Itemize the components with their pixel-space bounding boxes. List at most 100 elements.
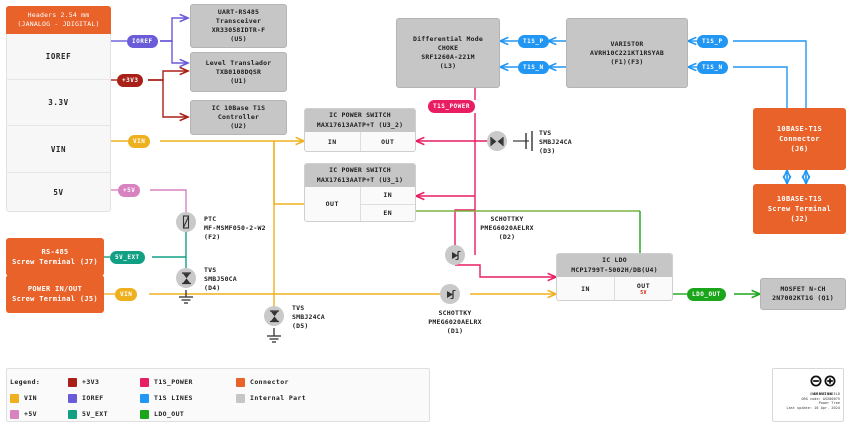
rs485-screw-line1: RS-485 (41, 248, 69, 256)
label-tvs-d4: TVS SMBJ50CA (D4) (204, 266, 294, 293)
legend-item-t1s-lines: T1S LINES (140, 393, 236, 403)
sw-u3-1-pin-in: IN (383, 191, 393, 200)
ptc-icon (176, 212, 196, 232)
legend-item-internal-part: Internal Part (236, 393, 346, 403)
legend-label-connector: Connector (250, 378, 289, 386)
tvs-d4-line2: SMBJ50CA (204, 275, 237, 283)
legend-title: Legend: (10, 378, 41, 386)
choke-line1: Differential Mode (413, 35, 483, 43)
label-ptc-f2: PTC MF-MSMF050-2-W2 (F2) (204, 215, 314, 242)
schottky-d2-line2: PMEG6020AELRX (480, 224, 534, 232)
net-label-t1s-n-left: T1S_N (518, 61, 549, 74)
rail-row-ioref: IOREF (6, 34, 111, 79)
legend-item-ldo-out: LDO_OUT (140, 409, 236, 419)
varistor-line2: AVRH10C221KT1RSYAB (589, 48, 665, 57)
part-mosfet-n-ch: MOSFET N-CH 2N7002KT1G (Q1) (760, 278, 846, 310)
part-uart-rs485-transceiver: UART-RS485 Transceiver XR33058IDTR-F (U5… (190, 4, 287, 48)
net-label-t1s-p-right: T1S_P (697, 35, 728, 48)
sw-u3-2-title-line2: MAX17613AATP+T (U3_2) (316, 120, 404, 129)
rail-row-5v: 5V (6, 172, 111, 212)
tvs-d4-icon (176, 268, 196, 288)
power-screw-line1: POWER IN/OUT (27, 285, 83, 293)
legend-item-t1s-power: T1S_POWER (140, 377, 236, 387)
ldo-u4-pin-in: IN (581, 284, 590, 293)
net-label-t1s-power: T1S_POWER (428, 100, 476, 113)
tvs-d3-line1: TVS (539, 129, 552, 137)
t1s-controller-line3: (U2) (230, 122, 247, 130)
label-tvs-d3: TVS SMBJ24CA (D3) (539, 129, 619, 156)
net-label-vin-screw: VIN (115, 288, 138, 301)
legend-label-5v: +5V (24, 410, 37, 418)
headers-rail-title: Headers 2.54 mm (JANALOG - JDIGITAL) (6, 6, 111, 34)
title-block-line1: UNO SPE SHIELD (810, 392, 840, 396)
net-label-vin-header: VIN (128, 135, 151, 148)
title-block-lines: UNO SPE SHIELD ORG code: ASX00075 Power … (776, 392, 840, 410)
tvs-d5-icon (264, 306, 284, 326)
sw-u3-2-title: IC POWER SWITCH MAX17613AATP+T (U3_2) (305, 109, 415, 132)
legend-label-5v-ext: 5V_EXT (82, 410, 108, 418)
sw-u3-1-pins: OUT IN EN (305, 187, 415, 221)
ldo-u4-pin-out-voltage: 5V (640, 289, 647, 296)
ldo-u4-title: IC LDO MCP1799T-5002H/DB(U4) (557, 254, 672, 277)
legend-label-t1s-lines: T1S LINES (154, 394, 193, 402)
level-translator-line2: TXB0108DQSR (215, 67, 262, 76)
schottky-d1-line3: (D1) (446, 327, 464, 335)
legend-swatch-t1s-lines (140, 393, 149, 403)
arduino-brand-text: ARDUINO (813, 392, 833, 396)
legend-swatch-ioref (68, 393, 77, 403)
uart-line3: XR33058IDTR-F (211, 26, 266, 34)
arduino-logo: ARDUINO (806, 372, 840, 396)
tvs-d4-line3: (D4) (204, 284, 221, 292)
rail-label-vin: VIN (50, 144, 67, 154)
headers-rail (6, 6, 111, 212)
t1s-screw-line1: 10BASE-T1S (776, 195, 823, 203)
rail-row-3v3: 3.3V (6, 79, 111, 125)
schottky-d1-line1: SCHOTTKY (438, 309, 472, 317)
headers-title-line2: (JANALOG - JDIGITAL) (17, 20, 100, 28)
sw-u3-1-pin-out: OUT (325, 200, 339, 208)
legend-item-3v3: +3V3 (68, 377, 140, 387)
sw-u3-2-pins: IN OUT (305, 132, 415, 151)
net-label-5v-ext: 5V_EXT (110, 251, 145, 264)
tvs-d5-line3: (D5) (292, 322, 309, 330)
connector-10base-t1s-screw-j2: 10BASE-T1S Screw Terminal (J2) (753, 184, 846, 234)
power-screw-line2: Screw Terminal (J5) (12, 295, 98, 303)
level-translator-line1: Level Translador (205, 58, 272, 67)
t1s-screw-line2: Screw Terminal (767, 205, 832, 213)
rail-label-ioref: IOREF (45, 52, 72, 61)
connector-power-screw-j5: POWER IN/OUT Screw Terminal (J5) (6, 275, 104, 313)
legend-swatch-5v (10, 409, 19, 419)
choke-line3: SRF1260A-221M (421, 53, 475, 61)
legend-label-ioref: IOREF (82, 394, 104, 402)
varistor-line3: (F1)(F3) (610, 57, 644, 66)
legend-label-vin: VIN (24, 394, 37, 402)
t1s-connector-line3: (J6) (790, 145, 809, 153)
part-differential-mode-choke: Differential Mode CHOKE SRF1260A-221M (L… (396, 18, 500, 88)
t1s-connector-line2: Connector (779, 135, 820, 143)
net-label-t1s-n-right: T1S_N (697, 61, 728, 74)
sw-u3-2-title-line1: IC POWER SWITCH (329, 111, 391, 119)
legend-swatch-t1s-power (140, 377, 149, 387)
ptc-line3: (F2) (204, 233, 221, 241)
rail-label-5v: 5V (53, 188, 64, 197)
choke-line2: CHOKE (437, 44, 459, 52)
legend-swatch-ldo-out (140, 409, 149, 419)
ptc-line1: PTC (204, 215, 217, 223)
ldo-u4-title-line2: MCP1799T-5002H/DB(U4) (571, 265, 658, 274)
label-schottky-d2: SCHOTTKY PMEG6020AELRX (D2) (452, 215, 562, 242)
label-schottky-d1: SCHOTTKY PMEG6020AELRX (D1) (400, 309, 510, 336)
part-varistor: VARISTOR AVRH10C221KT1RSYAB (F1)(F3) (566, 18, 688, 88)
t1s-controller-line1: IC 10Base T1S (211, 104, 266, 112)
label-tvs-d5: TVS SMBJ24CA (D5) (292, 304, 382, 331)
legend-label-internal-part: Internal Part (250, 394, 307, 402)
mosfet-line1: MOSFET N-CH (780, 285, 826, 293)
sw-u3-1-pin-stack: IN EN (359, 187, 415, 222)
title-block-line4: Last update: 16 Apr. 2024 (786, 405, 840, 410)
connector-10base-t1s-j6: 10BASE-T1S Connector (J6) (753, 108, 846, 170)
schottky-d1-icon (440, 284, 460, 304)
sw-u3-1-pin-en: EN (360, 203, 415, 222)
sw-u3-1-title: IC POWER SWITCH MAX17613AATP+T (U3_1) (305, 164, 415, 187)
schottky-d2-line1: SCHOTTKY (490, 215, 524, 223)
tvs-d5-line2: SMBJ24CA (292, 313, 325, 321)
